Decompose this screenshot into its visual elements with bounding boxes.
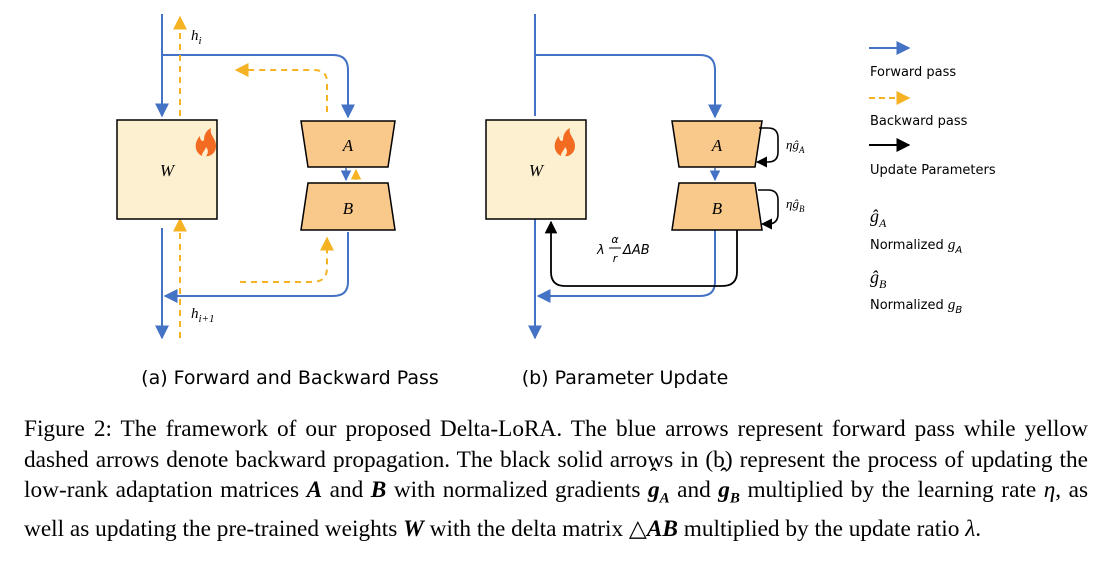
- b-label-b: B: [712, 199, 723, 218]
- flame-icon: [554, 128, 575, 157]
- update-a-label: ηĝA: [786, 137, 805, 155]
- backward-from-a: [234, 63, 328, 112]
- h-out-label: hi+1: [191, 306, 214, 325]
- legend-ga-desc: Normalized gA: [870, 237, 962, 256]
- w-box-a: [116, 119, 218, 220]
- framework-diagram: W A B hi hi+1 (a) Forward and Backward P…: [116, 14, 996, 389]
- legend-gb-symbol: ĝB: [870, 267, 887, 291]
- svg-text:α: α: [611, 233, 619, 246]
- h-in-label: hi: [191, 28, 202, 47]
- w-label-a: W: [160, 161, 176, 180]
- legend: Forward pass Backward pass Update Parame…: [869, 41, 996, 316]
- delta-formula: λ α r ΔAB: [596, 233, 650, 265]
- forward-branch-to-a: [162, 54, 355, 119]
- delta-update-arrow: [544, 220, 738, 287]
- legend-update-label: Update Parameters: [870, 163, 996, 178]
- a-label-a: A: [342, 136, 354, 155]
- forward-branch-to-a-b: [535, 54, 722, 119]
- forward-merge-from-b-b: [536, 230, 716, 303]
- panel-b: W A B ηĝA ηĝB λ α r ΔAB (b) Parameter Up…: [485, 14, 805, 389]
- caption-a: (a) Forward and Backward Pass: [141, 367, 439, 389]
- backward-to-b: [240, 236, 334, 283]
- b-label-a: B: [343, 199, 354, 218]
- svg-text:ΔAB: ΔAB: [622, 243, 650, 258]
- legend-ga-symbol: ĝA: [870, 206, 887, 230]
- a-trapezoid-b: [671, 120, 763, 168]
- a-trapezoid-a: [300, 120, 396, 168]
- flame-icon: [195, 128, 216, 157]
- b-trapezoid-b: [671, 182, 763, 231]
- a-label-b: A: [711, 136, 723, 155]
- update-b-label: ηĝB: [786, 196, 805, 214]
- legend-gb-desc: Normalized gB: [870, 297, 962, 316]
- panel-a: W A B hi hi+1 (a) Forward and Backward P…: [116, 14, 439, 389]
- forward-merge-from-b: [163, 232, 349, 303]
- b-trapezoid-a: [300, 182, 396, 231]
- svg-text:r: r: [613, 252, 619, 265]
- legend-forward-label: Forward pass: [870, 65, 956, 80]
- update-loop-b: [758, 189, 779, 230]
- w-label-b: W: [529, 161, 545, 180]
- update-loop-a: [755, 127, 779, 168]
- legend-backward-label: Backward pass: [870, 114, 968, 129]
- caption-b: (b) Parameter Update: [522, 367, 729, 389]
- figure-caption: Figure 2: The framework of our proposed …: [24, 414, 1088, 545]
- svg-text:λ: λ: [596, 243, 605, 258]
